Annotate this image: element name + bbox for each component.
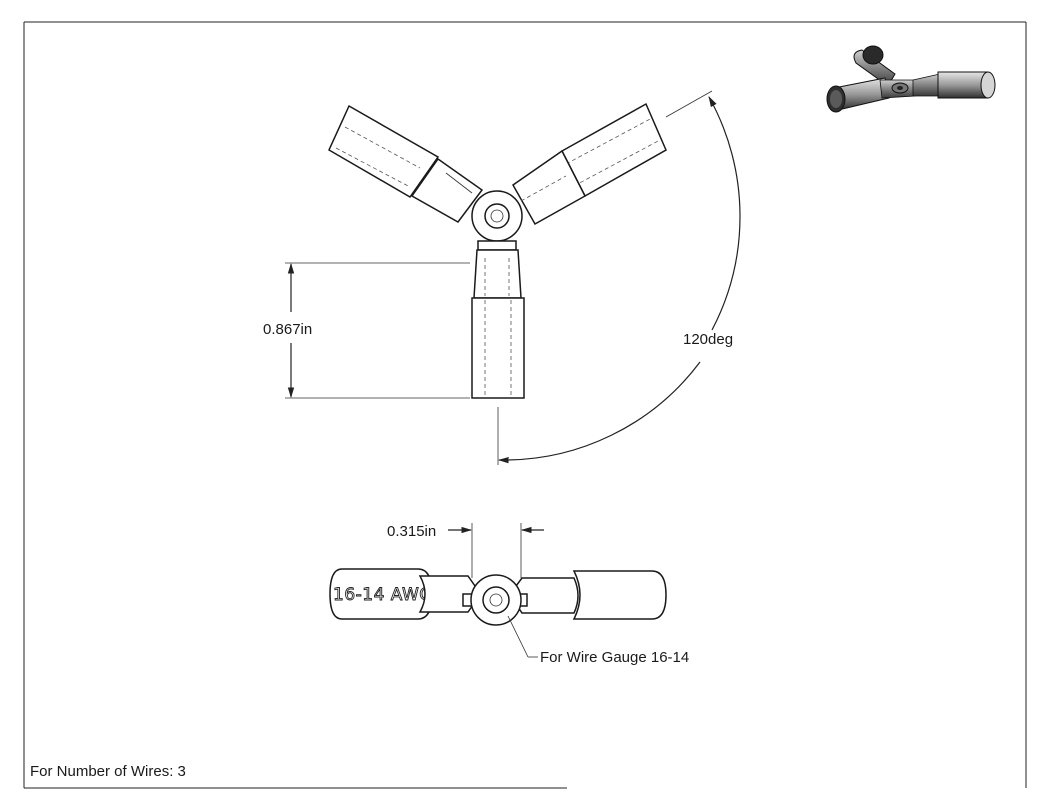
- sheet-border: [23, 21, 1027, 789]
- branch-upper-left: [328, 104, 484, 223]
- branch-bottom: [471, 240, 525, 399]
- angle-dimension-label: 120deg: [683, 331, 733, 348]
- width-dimension-label: 0.315in: [387, 523, 436, 540]
- length-dimension-label: 0.867in: [263, 321, 312, 338]
- center-ring: [471, 190, 523, 242]
- number-of-wires-note: For Number of Wires: 3: [30, 763, 186, 780]
- top-view: [328, 102, 667, 399]
- isometric-thumbnail: [826, 45, 996, 113]
- wire-gauge-callout: For Wire Gauge 16-14: [507, 615, 689, 666]
- dimension-length: 0.867in: [263, 262, 470, 399]
- awg-marking: 16-14 AWG: [333, 585, 433, 605]
- dimension-width: 0.315in: [387, 523, 544, 578]
- branch-upper-right: [512, 102, 667, 226]
- side-view: 16-14 AWG: [329, 568, 667, 626]
- dimension-angle: 120deg: [497, 90, 741, 465]
- wire-gauge-label: For Wire Gauge 16-14: [540, 649, 689, 666]
